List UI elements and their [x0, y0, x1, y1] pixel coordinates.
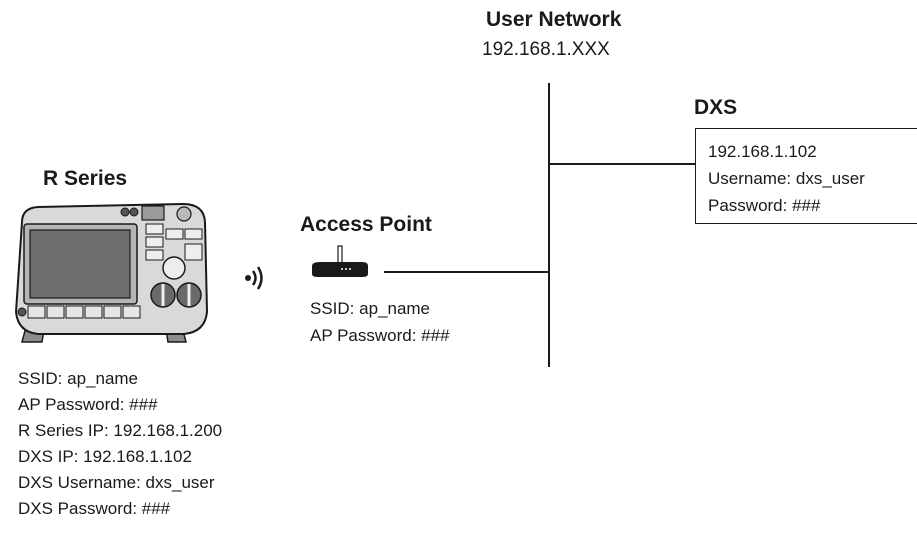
- access-point-ssid: SSID: ap_name: [310, 299, 431, 318]
- access-point-password: AP Password: ###: [310, 326, 450, 345]
- r-series-ap-password: AP Password: ###: [18, 395, 158, 414]
- r-series-dxs-username: DXS Username: dxs_user: [18, 473, 215, 492]
- r-series-title: R Series: [43, 167, 128, 190]
- user-network-subnet: 192.168.1.XXX: [482, 39, 610, 60]
- access-point-icon: [312, 245, 368, 277]
- dxs-connection-line: [548, 163, 696, 165]
- access-point-connection-line: [384, 271, 549, 273]
- r-series-ssid: SSID: ap_name: [18, 369, 139, 388]
- r-series-dxs-ip: DXS IP: 192.168.1.102: [18, 447, 192, 466]
- dxs-server-box: 192.168.1.102 Username: dxs_user Passwor…: [695, 128, 917, 224]
- r-series-dxs-password: DXS Password: ###: [18, 499, 171, 518]
- dxs-password: Password: ###: [708, 196, 821, 215]
- wireless-signal-icon: [245, 266, 263, 290]
- network-backbone-line: [548, 83, 550, 367]
- r-series-ip: R Series IP: 192.168.1.200: [18, 421, 223, 440]
- dxs-title: DXS: [694, 96, 738, 119]
- user-network-title: User Network: [486, 8, 622, 31]
- dxs-username: Username: dxs_user: [708, 169, 865, 188]
- defibrillator-monitor-icon: [14, 202, 209, 343]
- r-series-config-list: SSID: ap_name AP Password: ### R Series …: [18, 367, 222, 523]
- dxs-ip: 192.168.1.102: [708, 142, 817, 161]
- access-point-title: Access Point: [300, 213, 432, 236]
